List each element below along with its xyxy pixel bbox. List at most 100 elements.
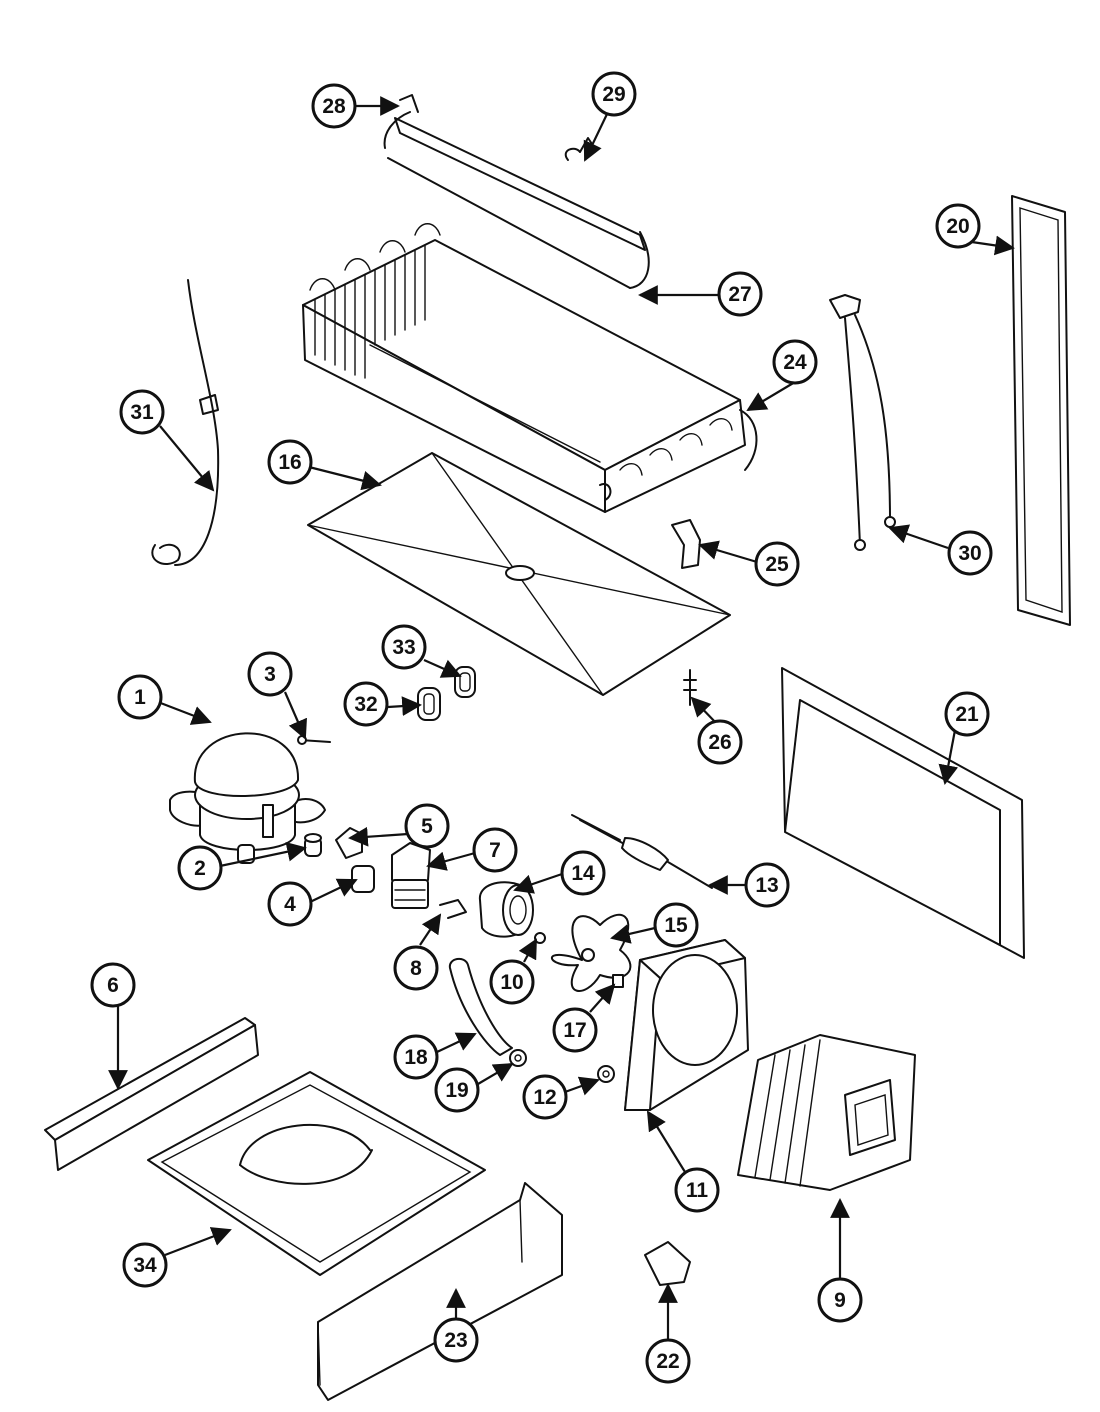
callout-label: 33	[392, 636, 415, 659]
callout-label: 28	[322, 95, 346, 118]
part-bracket	[671, 519, 701, 569]
callout-label: 1	[134, 686, 146, 709]
part-evaporator-pan	[307, 452, 731, 696]
callout-label: 14	[571, 862, 595, 885]
callout-label: 24	[783, 351, 807, 374]
callout-label: 9	[834, 1289, 846, 1312]
callout-label: 6	[107, 974, 119, 997]
part-shroud-grommet	[597, 1065, 615, 1083]
callout-label: 5	[421, 815, 433, 838]
callout-22: 22	[645, 1338, 691, 1384]
callout-label: 13	[755, 874, 778, 897]
callout-23: 23	[433, 1317, 479, 1363]
leader-lines	[108, 96, 1015, 1340]
callout-32: 32	[343, 681, 389, 727]
callout-9: 9	[817, 1277, 863, 1323]
callout-26: 26	[697, 719, 743, 765]
callout-label: 25	[765, 553, 789, 576]
callout-10: 10	[489, 959, 535, 1005]
callout-15: 15	[653, 902, 699, 948]
part-motor-bracket	[448, 957, 513, 1056]
part-sensor-wire	[829, 294, 896, 551]
callout-label: 7	[489, 839, 501, 862]
callout-13: 13	[744, 862, 790, 908]
part-clip	[564, 137, 597, 161]
callout-label: 30	[958, 542, 981, 565]
part-fan-clip	[612, 974, 624, 988]
callout-label: 34	[133, 1254, 157, 1277]
callout-3: 3	[247, 651, 293, 697]
callout-1: 1	[117, 674, 163, 720]
callout-label: 19	[445, 1079, 468, 1102]
callout-label: 2	[194, 857, 206, 880]
callout-label: 10	[500, 971, 523, 994]
callout-29: 29	[591, 71, 637, 117]
callout-30: 30	[947, 530, 993, 576]
callout-8: 8	[393, 945, 439, 991]
callout-label: 4	[284, 893, 296, 916]
callout-14: 14	[560, 850, 606, 896]
part-screw	[683, 669, 697, 706]
callout-label: 32	[354, 693, 377, 716]
part-start-relay	[391, 842, 431, 909]
callout-25: 25	[754, 541, 800, 587]
callout-label: 29	[602, 83, 625, 106]
part-angle-rail	[44, 1017, 259, 1171]
part-grommet-33	[454, 666, 476, 698]
part-defrost-probe	[571, 814, 713, 889]
part-drip-tray	[147, 1071, 486, 1276]
part-fan-shroud	[624, 939, 749, 1111]
callout-label: 15	[664, 914, 688, 937]
part-relay-clip	[335, 827, 363, 859]
callout-12: 12	[522, 1074, 568, 1120]
callout-5: 5	[404, 803, 450, 849]
callout-20: 20	[935, 203, 981, 249]
callout-7: 7	[472, 827, 518, 873]
part-compressor	[169, 732, 326, 864]
callout-label: 11	[686, 1179, 709, 1202]
callout-34: 34	[122, 1242, 168, 1288]
callout-31: 31	[119, 389, 165, 435]
part-mount-grommet	[304, 833, 322, 857]
callout-24: 24	[772, 339, 818, 385]
callout-label: 26	[708, 731, 731, 754]
part-washer	[534, 932, 546, 944]
callout-17: 17	[552, 1007, 598, 1053]
callout-label: 17	[563, 1019, 586, 1042]
part-grommet-32	[417, 687, 441, 721]
part-fan-motor	[478, 881, 534, 938]
callout-6: 6	[90, 962, 136, 1008]
callout-label: 8	[410, 957, 422, 980]
callout-19: 19	[434, 1067, 480, 1113]
callout-2: 2	[177, 845, 223, 891]
callout-label: 23	[444, 1329, 467, 1352]
callout-21: 21	[944, 691, 990, 737]
part-process-tube	[297, 735, 331, 745]
callout-label: 20	[946, 215, 969, 238]
part-connector	[644, 1241, 691, 1286]
callout-label: 27	[728, 283, 751, 306]
callout-33: 33	[381, 624, 427, 670]
callout-label: 22	[656, 1350, 679, 1373]
part-base-panel	[317, 1182, 563, 1401]
part-condenser	[737, 1034, 916, 1191]
part-overload	[351, 865, 375, 893]
part-evaporator	[302, 223, 758, 513]
part-defrost-heater-bar	[383, 94, 650, 289]
callout-label: 16	[278, 451, 301, 474]
callout-4: 4	[267, 881, 313, 927]
callout-label: 12	[533, 1086, 556, 1109]
part-rear-access-panel	[781, 667, 1025, 959]
part-wire-clip	[439, 899, 467, 919]
callout-28: 28	[311, 83, 357, 129]
part-drain-hose	[151, 279, 220, 566]
callout-label: 21	[955, 703, 979, 726]
callout-16: 16	[267, 439, 313, 485]
part-motor-grommet	[509, 1049, 527, 1067]
callout-11: 11	[674, 1167, 720, 1213]
callout-label: 18	[404, 1046, 428, 1069]
callout-label: 31	[130, 401, 154, 424]
callout-27: 27	[717, 271, 763, 317]
callout-18: 18	[393, 1034, 439, 1080]
